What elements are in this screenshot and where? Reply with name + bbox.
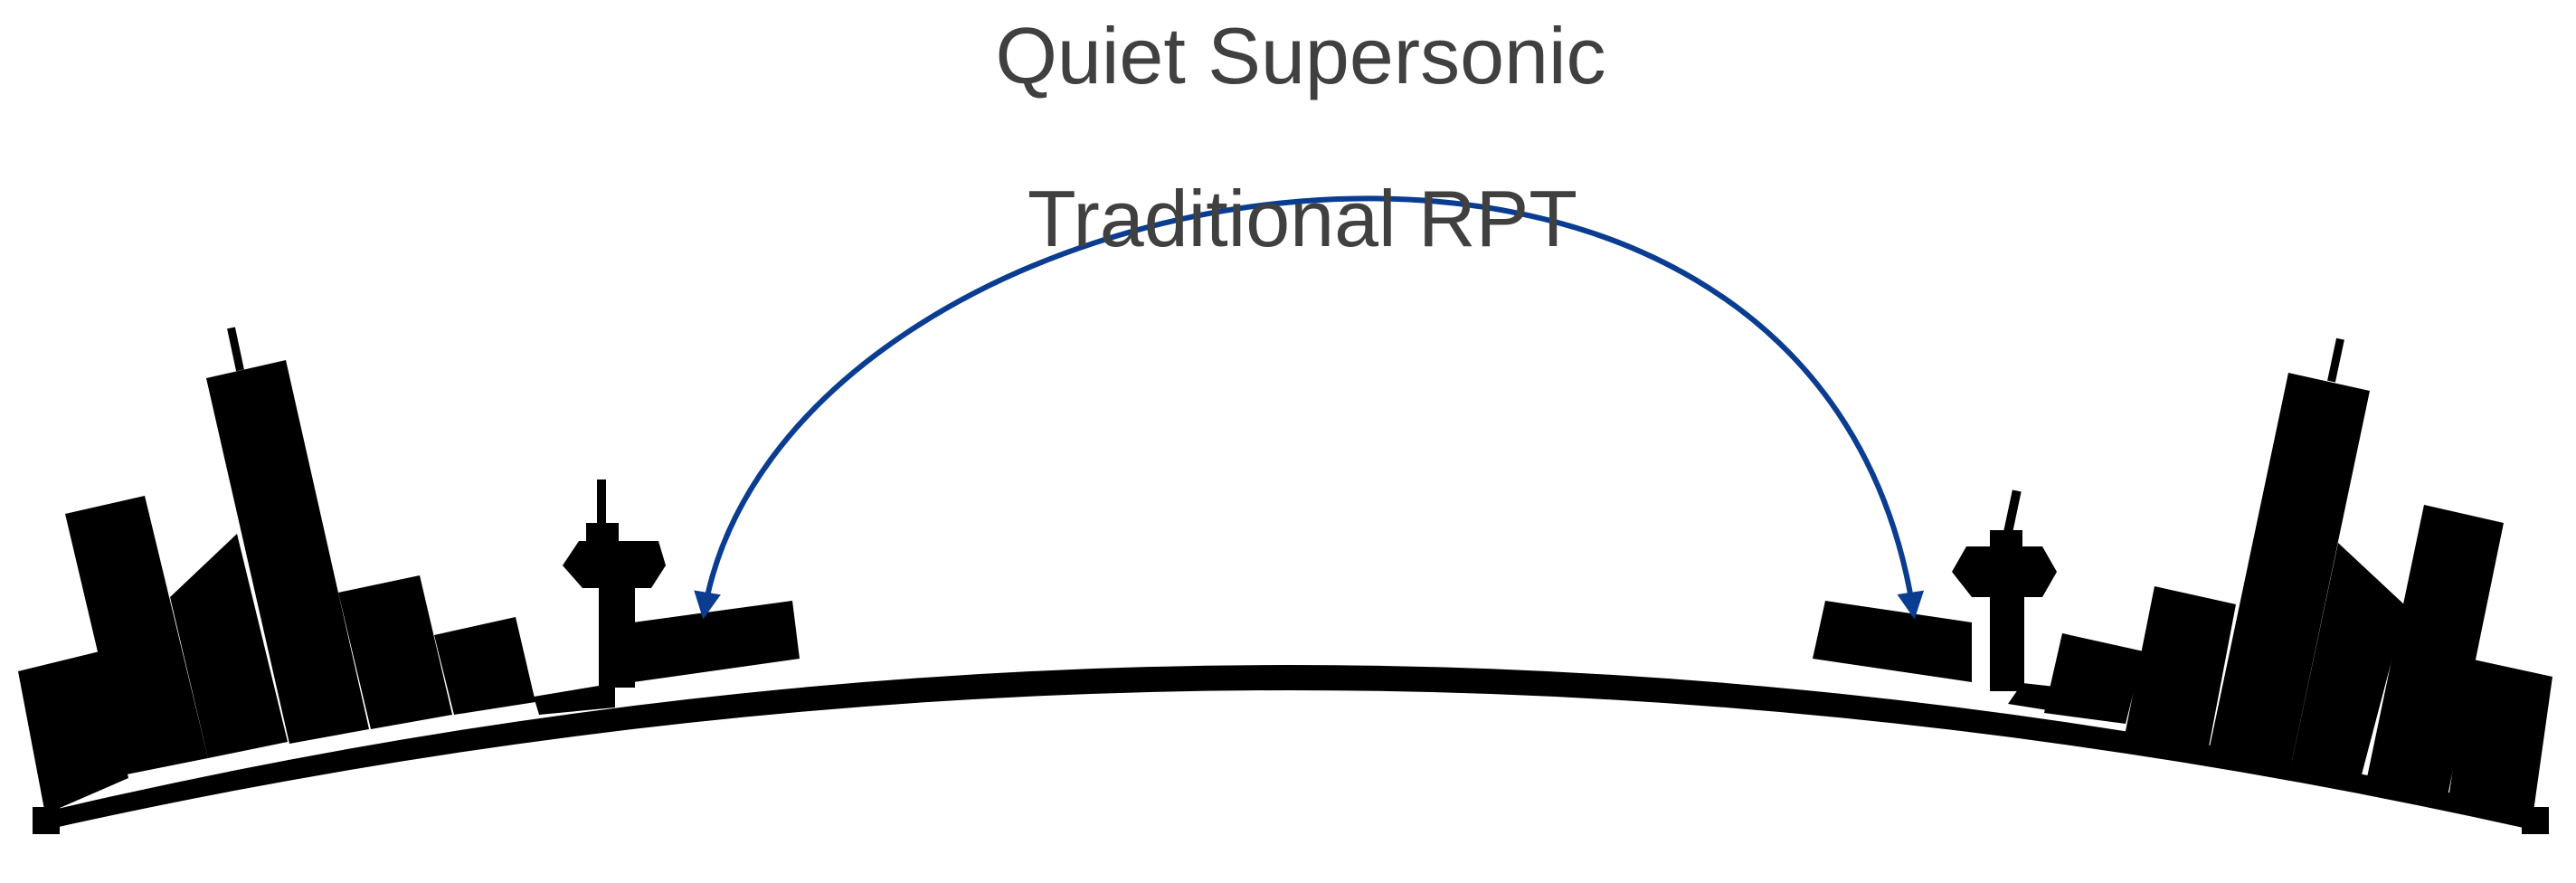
antenna-left bbox=[227, 327, 244, 372]
airport-tower-icon bbox=[1952, 489, 2057, 691]
earth-ground bbox=[33, 665, 2549, 834]
city-skyline-icon bbox=[2008, 337, 2552, 818]
label-traditional-rpt: Traditional RPT bbox=[1028, 174, 1577, 263]
antenna-right bbox=[2327, 337, 2344, 383]
airport-terminal-left bbox=[633, 601, 800, 682]
label-quiet-supersonic: Quiet Supersonic bbox=[995, 11, 1605, 100]
airport-terminal-right bbox=[1813, 601, 1972, 682]
city-skyline-icon bbox=[18, 327, 615, 814]
airport-tower-icon bbox=[563, 479, 666, 688]
route-arc bbox=[694, 195, 1925, 620]
